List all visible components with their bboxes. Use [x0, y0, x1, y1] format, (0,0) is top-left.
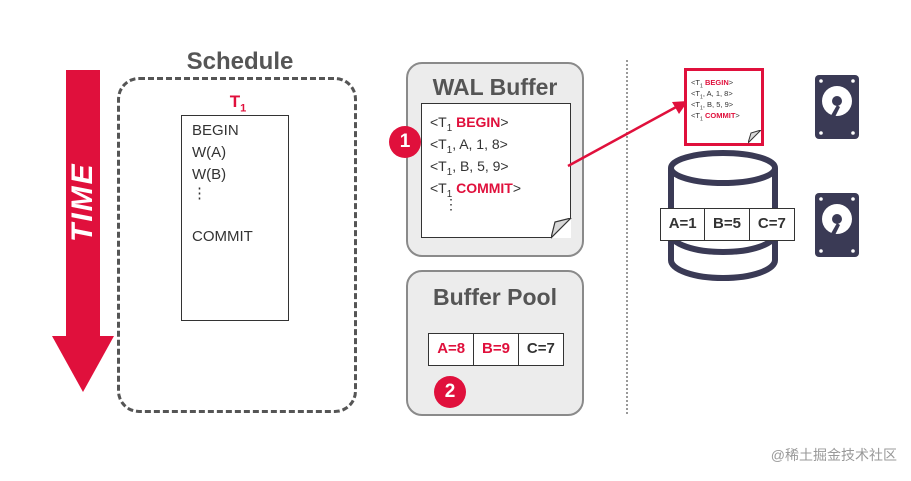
buffer-pool-page: A=8 B=9 C=7	[428, 333, 564, 366]
transaction-ops-box: BEGIN W(A) W(B) ⋮ COMMIT	[181, 115, 289, 321]
disk-log-entry: <T1, A, 1, 8>	[691, 89, 733, 101]
op-commit: COMMIT	[192, 228, 253, 245]
wal-entry: <T1, B, 5, 9>	[430, 158, 509, 178]
hard-drive-icon	[815, 193, 859, 257]
page-fold-icon	[551, 218, 572, 239]
wal-entry: <T1 BEGIN>	[430, 114, 509, 134]
buffer-pool-title: Buffer Pool	[433, 284, 557, 310]
disk-page: A=1 B=5 C=7	[660, 208, 795, 241]
schedule-title: Schedule	[186, 48, 294, 75]
wal-buffer-title: WAL Buffer	[432, 74, 558, 100]
time-label: TIME	[66, 162, 99, 242]
time-arrow	[52, 70, 114, 392]
wal-entry: <T1 COMMIT>	[430, 180, 522, 200]
pool-cell-c: C=7	[526, 340, 555, 357]
wal-entry: <T1, A, 1, 8>	[430, 136, 508, 156]
disk-cell-a: A=1	[661, 209, 706, 240]
hard-drive-icon	[815, 75, 859, 139]
transaction-label: T1	[229, 92, 247, 115]
disk-log-entry: <T1 BEGIN>	[691, 78, 734, 90]
step-1-badge: 1	[389, 126, 421, 158]
op-begin: BEGIN	[192, 122, 239, 139]
pool-cell-b: B=9	[474, 334, 519, 365]
wal-ellipsis: ⋮	[444, 196, 458, 212]
disk-cell-b: B=5	[705, 209, 750, 240]
op-write-a: W(A)	[192, 144, 227, 161]
disk-log-entry: <T1 COMMIT>	[691, 111, 740, 123]
page-fold-icon	[748, 130, 762, 144]
pool-cell-a: A=8	[429, 334, 475, 365]
wal-log-page: <T1 BEGIN> <T1, A, 1, 8> <T1, B, 5, 9> <…	[421, 103, 571, 238]
op-ellipsis: ⋮	[192, 185, 207, 202]
schedule-box	[117, 77, 357, 413]
watermark: @稀土掘金技术社区	[770, 447, 897, 463]
memory-disk-divider	[626, 60, 628, 414]
op-write-b: W(B)	[192, 166, 227, 183]
disk-cell-c: C=7	[757, 215, 786, 232]
disk-log-entry: <T1, B, 5, 9>	[691, 100, 734, 112]
step-2-badge: 2	[434, 376, 466, 408]
